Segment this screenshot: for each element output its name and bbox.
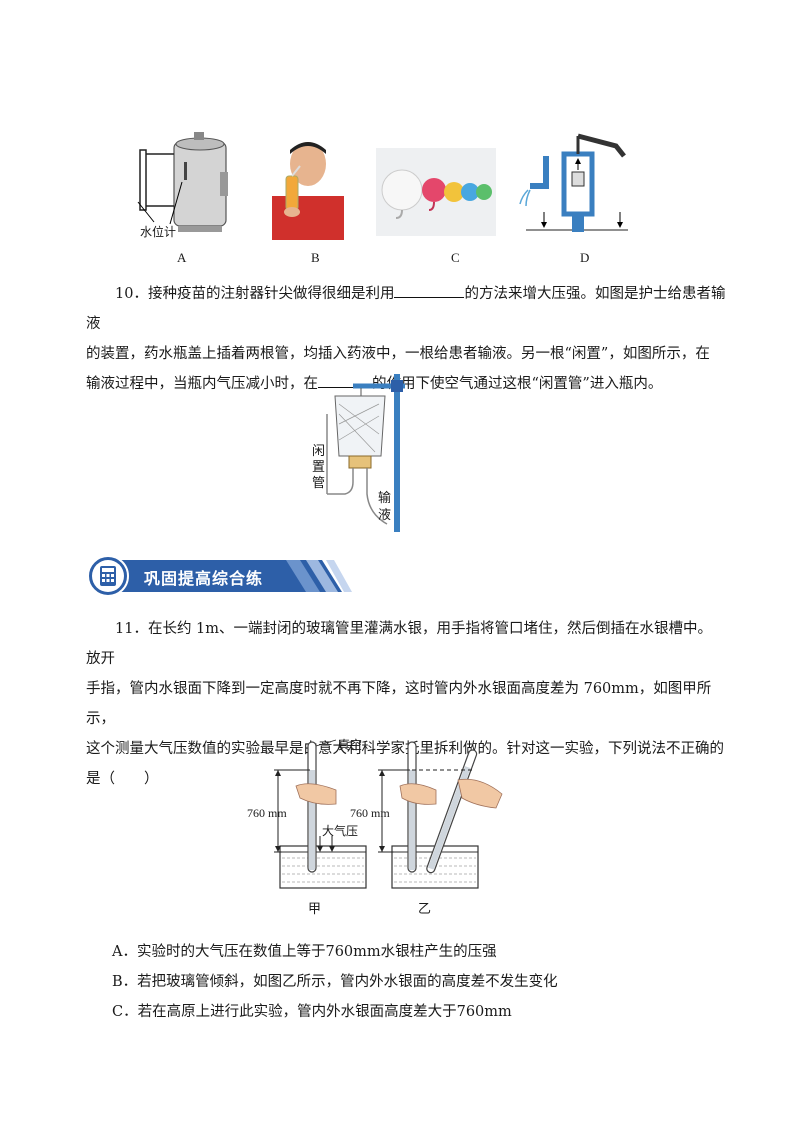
torricelli-experiment-diagram xyxy=(274,739,503,889)
infusion-bottle-image xyxy=(326,374,405,532)
q10-text-3b: 的作用下使空气通过这根“闲置管”进入瓶内。 xyxy=(372,376,663,392)
vacuum-label: 真空 xyxy=(338,738,363,752)
infusion-label: 输 液 xyxy=(378,491,392,523)
question-10: 10．接种疫苗的注射器针尖做得很细是利用的方法来增大压强。如图是护士给患者输液 … xyxy=(86,279,726,399)
figure-caption-jia: 甲 xyxy=(308,901,322,916)
q10-blank-1[interactable] xyxy=(394,283,465,298)
height-label-right: 760 mm xyxy=(350,806,390,820)
q11-text-2: 手指，管内水银面下降到一定高度时就不再下降，这时管内外水银面高度差为 760mm… xyxy=(86,681,712,727)
q11-text-1: 在长约 1m、一端封闭的玻璃管里灌满水银，用手指将管口堵住，然后倒插在水银槽中。… xyxy=(86,621,713,667)
hand-pump-image xyxy=(519,133,628,232)
q10-text-2: 的装置，药水瓶盖上插着两根管，均插入药液中，一根给患者输液。另一根“闲置”，如图… xyxy=(86,346,710,362)
water-gauge-label: 水位计 xyxy=(140,225,177,239)
q11-text-3: 这个测量大气压数值的实验最早是由意大利科学家托里拆利做的。针对这一实验，下列说法… xyxy=(86,741,724,757)
boy-drinking-image xyxy=(272,142,344,240)
section-banner-title: 巩固提高综合练 xyxy=(144,569,264,588)
q10-blank-2[interactable] xyxy=(318,373,372,388)
q11-text-4: 是（ ） xyxy=(86,771,159,787)
option-b[interactable]: B．若把玻璃管倾斜，如图乙所示，管内外水银面的高度差不发生变化 xyxy=(112,974,558,990)
atmospheric-pressure-label: 大气压 xyxy=(322,824,359,838)
question-11: 11．在长约 1m、一端封闭的玻璃管里灌满水银，用手指将管口堵住，然后倒插在水银… xyxy=(86,614,726,794)
panel-a-letter: A xyxy=(177,250,187,265)
height-label-left: 760 mm xyxy=(247,806,287,820)
q11-number: 11． xyxy=(115,621,148,637)
idle-tube-label: 闲 置 管 xyxy=(312,444,326,491)
suction-hooks-image xyxy=(376,148,496,236)
q10-number: 10． xyxy=(115,286,148,302)
q10-text-1a: 接种疫苗的注射器针尖做得很细是利用 xyxy=(147,286,395,302)
panel-c-letter: C xyxy=(451,250,460,265)
panel-b-letter: B xyxy=(311,250,320,265)
option-a[interactable]: A．实验时的大气压在数值上等于760mm水银柱产生的压强 xyxy=(112,944,497,960)
figure-caption-yi: 乙 xyxy=(418,901,432,916)
q10-text-3a: 输液过程中，当瓶内气压减小时，在 xyxy=(86,376,318,392)
q10-text-1b: 的方法来增大压强。如图是护士给患者输液 xyxy=(86,286,726,332)
panel-d-letter: D xyxy=(580,250,590,265)
section-banner xyxy=(87,555,352,597)
option-c[interactable]: C．若在高原上进行此实验，管内外水银面高度差大于760mm xyxy=(112,1004,512,1020)
water-boiler-image xyxy=(137,132,228,232)
